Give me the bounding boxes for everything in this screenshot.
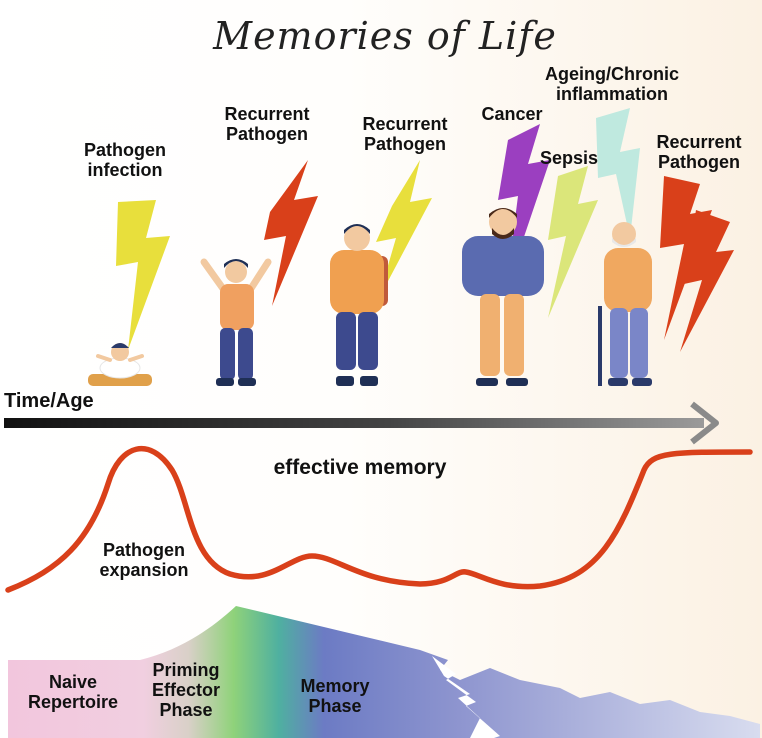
lightning-bolt-3: [376, 160, 432, 300]
curve-label: effective memory: [273, 456, 447, 479]
event-label-cancer: Cancer: [481, 104, 543, 124]
phase-label-priming-effector: Priming Effector Phase: [151, 660, 220, 721]
elderly-figure: [598, 222, 652, 386]
event-label-recurrent-pathogen-3: Recurrent Pathogen: [656, 132, 742, 173]
lightning-bolt-6: [596, 108, 640, 238]
phase-band: [8, 606, 760, 738]
lightning-bolt-1: [116, 200, 170, 350]
event-label-recurrent-pathogen-1: Recurrent Pathogen: [224, 104, 310, 145]
diagram-title: Memories of Life: [213, 14, 557, 58]
adult-figure: [462, 208, 544, 386]
child-figure: [200, 258, 272, 386]
lightning-bolt-2: [264, 160, 318, 306]
curve-peak-label: Pathogen expansion: [99, 540, 189, 581]
phase-label-naive-repertoire: Naive Repertoire: [27, 672, 119, 713]
event-label-sepsis: Sepsis: [539, 148, 599, 168]
lightning-bolt-4: [498, 124, 550, 290]
teen-figure: [330, 224, 388, 386]
event-label-ageing-chronic-inflammation: Ageing/Chronic inflammation: [545, 64, 679, 105]
time-axis-bar: [4, 418, 704, 428]
lightning-bolt-7b: [680, 210, 734, 352]
axis-label: Time/Age: [4, 390, 94, 412]
shatter-shard: [432, 656, 500, 738]
event-label-recurrent-pathogen-2: Recurrent Pathogen: [362, 114, 448, 155]
event-label-pathogen-infection: Pathogen infection: [83, 140, 166, 181]
effective-memory-curve: [5, 445, 753, 593]
time-axis-arrowhead: [690, 401, 719, 445]
phase-label-memory: Memory Phase: [300, 676, 370, 717]
lightning-bolt-5: [548, 166, 598, 318]
baby-figure: [88, 343, 152, 386]
